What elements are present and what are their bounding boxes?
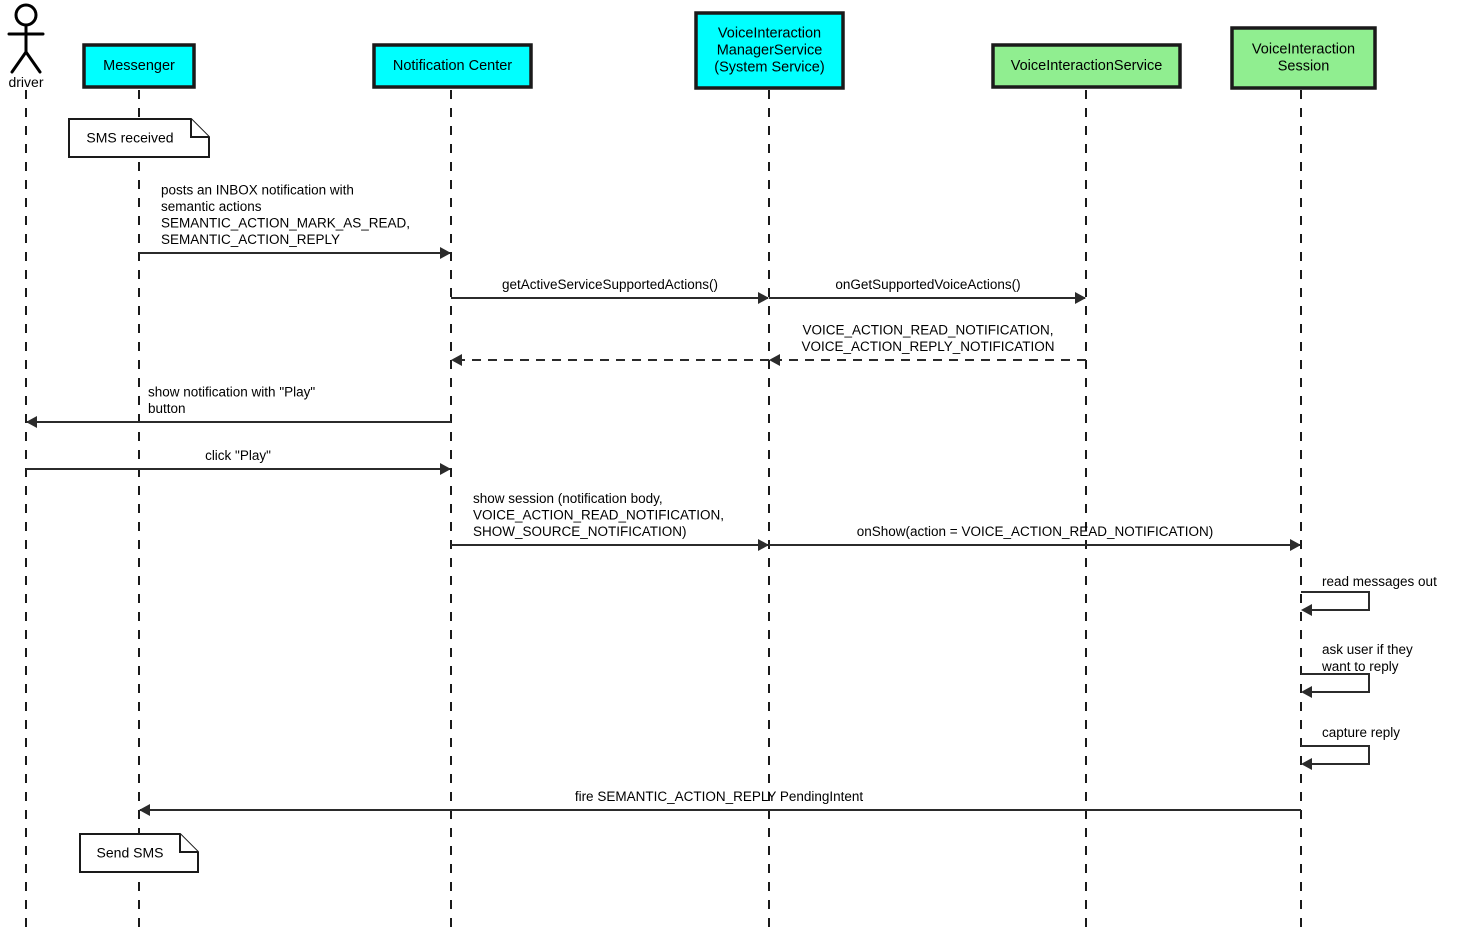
note-sms-received-text: SMS received — [86, 130, 173, 146]
message-label-msg-show-session: VOICE_ACTION_READ_NOTIFICATION, — [473, 508, 724, 523]
actor-head-icon — [14, 3, 38, 27]
self-message-line-self-read-messages-out — [1301, 591, 1370, 611]
message-arrowhead-msg-return-voice-actions — [769, 354, 780, 366]
message-label-msg-fire-pending-intent: fire SEMANTIC_ACTION_REPLY PendingIntent — [575, 789, 864, 804]
participant-vis[interactable]: VoiceInteractionService — [991, 43, 1182, 89]
messages-group: posts an INBOX notification withsemantic… — [26, 183, 1301, 816]
message-label-msg-click-play: click "Play" — [205, 448, 271, 463]
participant-box-messenger[interactable] — [82, 43, 196, 89]
message-label-msg-on-show: onShow(action = VOICE_ACTION_READ_NOTIFI… — [857, 524, 1213, 539]
self-message-arrowhead-self-capture-reply — [1301, 758, 1312, 770]
message-label-msg-show-notification: button — [148, 401, 186, 416]
note-send-sms-box — [79, 833, 199, 873]
message-label-msg-on-get-supported-voice-actions: onGetSupportedVoiceActions() — [835, 277, 1020, 292]
message-msg-show-notification: show notification with "Play"button — [26, 385, 451, 428]
participant-label-vims: ManagerService — [717, 42, 823, 58]
note-send-sms-text: Send SMS — [97, 845, 164, 861]
self-message-line-self-capture-reply — [1301, 745, 1370, 765]
note-sms-received-box — [68, 118, 210, 158]
message-label-msg-return-voice-actions: VOICE_ACTION_REPLY_NOTIFICATION — [801, 339, 1054, 354]
self-messages-group: read messages out ask user if they want to… — [1301, 574, 1437, 770]
participant-box-notifcenter[interactable] — [372, 43, 533, 89]
actor-group: driver — [7, 3, 45, 90]
self-message-self-capture-reply: capture reply — [1301, 725, 1400, 770]
message-label-msg-return-voice-actions: VOICE_ACTION_READ_NOTIFICATION, — [802, 323, 1053, 338]
participant-label-vims: (System Service) — [714, 59, 824, 75]
message-label-msg-post-inbox: posts an INBOX notification with — [161, 183, 354, 198]
participant-notifcenter[interactable]: Notification Center — [372, 43, 533, 89]
message-arrowhead-msg-show-session — [758, 539, 769, 551]
message-msg-get-active-service-supported-actions: getActiveServiceSupportedActions() — [451, 277, 769, 304]
participant-label-visession: Session — [1278, 58, 1330, 74]
lifelines-group — [25, 90, 1302, 929]
participant-label-vis: VoiceInteractionService — [1011, 58, 1163, 74]
message-msg-post-inbox: posts an INBOX notification withsemantic… — [139, 183, 451, 259]
message-arrowhead-msg-fire-pending-intent — [139, 804, 150, 816]
self-message-line-self-ask-user-reply — [1301, 673, 1370, 693]
message-label-msg-show-session: show session (notification body, — [473, 491, 663, 506]
message-arrowhead-msg-on-show — [1290, 539, 1301, 551]
self-message-self-ask-user-reply: ask user if they want to reply — [1301, 642, 1413, 698]
message-label-msg-post-inbox: semantic actions — [161, 199, 262, 214]
message-arrowhead-msg-show-notification — [26, 416, 37, 428]
participant-box-vis[interactable] — [991, 43, 1182, 89]
participant-label-vims: VoiceInteraction — [718, 25, 821, 41]
participant-messenger[interactable]: Messenger — [82, 43, 196, 89]
message-msg-show-session: show session (notification body, VOICE_AC… — [451, 491, 769, 551]
note-sms-received: SMS received — [68, 118, 210, 158]
message-arrowhead-msg-click-play — [440, 463, 451, 475]
message-msg-return-voice-actions: VOICE_ACTION_READ_NOTIFICATION,VOICE_ACT… — [769, 323, 1086, 366]
message-label-msg-show-session: SHOW_SOURCE_NOTIFICATION) — [473, 524, 687, 539]
message-msg-fire-pending-intent: fire SEMANTIC_ACTION_REPLY PendingIntent — [139, 789, 1301, 816]
note-send-sms: Send SMS — [79, 833, 199, 873]
message-msg-click-play: click "Play" — [26, 448, 451, 475]
self-message-label-self-ask-user-reply: want to reply — [1321, 659, 1399, 674]
actor-leg-left-icon — [10, 50, 28, 74]
self-message-arrowhead-self-read-messages-out — [1301, 604, 1312, 616]
participants-group: Messenger Notification Center VoiceInterac… — [82, 11, 1377, 90]
participant-label-messenger: Messenger — [103, 58, 175, 74]
note-send-sms-fold-icon — [179, 834, 198, 853]
actor-leg-right-icon — [24, 50, 42, 74]
message-arrowhead-msg-get-active-service-supported-actions — [758, 292, 769, 304]
message-msg-on-show: onShow(action = VOICE_ACTION_READ_NOTIFI… — [769, 524, 1301, 551]
note-sms-received-fold-icon — [190, 119, 209, 138]
self-message-label-self-capture-reply: capture reply — [1322, 725, 1400, 740]
message-arrowhead-msg-return-actions-to-notifcenter — [451, 354, 462, 366]
message-arrowhead-msg-on-get-supported-voice-actions — [1075, 292, 1086, 304]
actor-label: driver — [8, 74, 43, 90]
self-message-arrowhead-self-ask-user-reply — [1301, 686, 1312, 698]
message-msg-return-actions-to-notifcenter — [451, 354, 769, 366]
message-label-msg-post-inbox: SEMANTIC_ACTION_REPLY — [161, 232, 340, 247]
self-message-label-self-read-messages-out: read messages out — [1322, 574, 1437, 589]
message-label-msg-get-active-service-supported-actions: getActiveServiceSupportedActions() — [502, 277, 718, 292]
participant-box-vims[interactable] — [694, 11, 845, 90]
message-msg-on-get-supported-voice-actions: onGetSupportedVoiceActions() — [769, 277, 1086, 304]
message-label-msg-post-inbox: SEMANTIC_ACTION_MARK_AS_READ, — [161, 216, 410, 231]
message-arrowhead-msg-post-inbox — [440, 247, 451, 259]
participant-box-visession[interactable] — [1230, 26, 1377, 90]
self-message-label-self-ask-user-reply: ask user if they — [1322, 642, 1413, 657]
participant-label-notifcenter: Notification Center — [393, 58, 512, 74]
message-label-msg-show-notification: show notification with "Play" — [148, 385, 315, 400]
self-message-self-read-messages-out: read messages out — [1301, 574, 1437, 616]
participant-label-visession: VoiceInteraction — [1252, 41, 1355, 57]
